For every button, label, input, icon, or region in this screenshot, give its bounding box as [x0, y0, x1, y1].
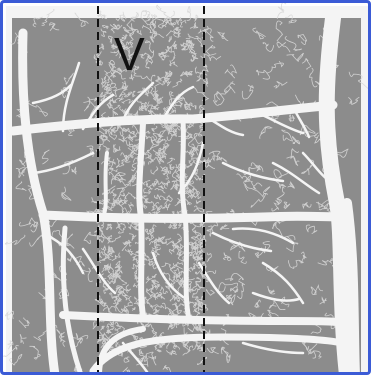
- vessel-micrograph: [3, 3, 371, 375]
- left-white-margin: [6, 6, 12, 375]
- right-white-margin: [361, 6, 371, 375]
- region-label-v: V: [114, 31, 145, 77]
- middle-horizontal-vessel: [43, 215, 343, 218]
- central-vessel-a: [139, 123, 143, 315]
